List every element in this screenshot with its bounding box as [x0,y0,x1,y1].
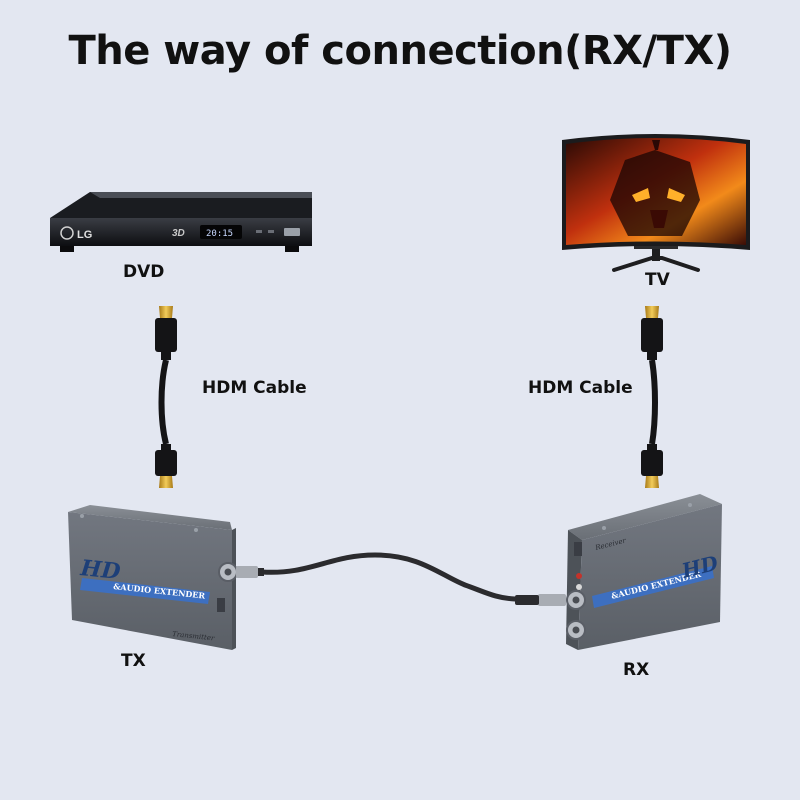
tx-device: HD &AUDIO EXTENDER Transmitter [68,505,264,650]
coax-cable [259,552,518,602]
tx-power-port [217,598,225,612]
lg-logo-icon [60,226,74,240]
cable-label-right: HDM Cable [528,378,633,398]
dvd-3d-logo: 3D [172,228,185,239]
rx-device: Receiver &AUDIO EXTENDER HD [515,494,722,650]
cable-label-left: HDM Cable [202,378,307,398]
rx-label: RX [623,660,650,680]
dvd-player: LG 3D 20:15 [50,192,312,252]
page-title: The way of connection(RX/TX) [68,28,732,74]
hdmi-connector-top-left [159,306,173,318]
hdmi-cable-right [641,306,663,488]
dvd-brand: LG [77,229,92,241]
hdmi-connector-bottom-left [159,476,173,488]
tv [562,134,750,272]
hdmi-connector-bottom-right [645,476,659,488]
tx-label: TX [121,651,146,671]
dvd-label: DVD [123,262,165,282]
dvd-display: 20:15 [206,229,233,239]
rx-audio-port-red [576,573,582,579]
hdmi-cable-left [155,306,177,488]
rx-power-port [574,542,582,556]
hdmi-connector-top-right [645,306,659,318]
rx-audio-port-white [576,584,582,590]
tv-label: TV [645,270,670,290]
